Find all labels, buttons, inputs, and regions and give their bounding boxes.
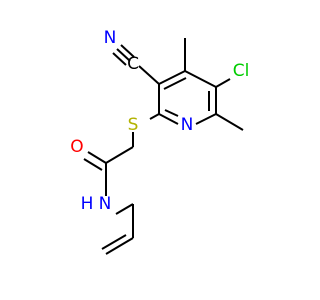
molecule-structure: N C Cl S N O N H	[70, 28, 249, 255]
bond-nitrile-3	[112, 52, 127, 66]
bond-ch2-carbonyl	[105, 146, 134, 164]
bond-carbonyl-o-1	[87, 151, 107, 164]
atom-h-amide: H	[81, 194, 94, 214]
atom-n-nitrile: N	[104, 28, 117, 48]
atom-c-nitrile: C	[127, 54, 139, 74]
bond-ring-n-c2	[158, 113, 179, 125]
atom-s: S	[128, 115, 139, 135]
bond-allyl-double-1	[105, 237, 134, 255]
bond-ring-c6-n	[195, 113, 217, 125]
bond-ring-c4-c5	[184, 70, 217, 88]
bond-nitrile-2	[120, 44, 135, 58]
atom-labels: N C Cl S N O N H	[70, 28, 249, 214]
bond-nitrile-1	[116, 48, 131, 62]
atom-n-amide: N	[99, 194, 112, 214]
atom-o: O	[70, 137, 83, 157]
bond-c6-methyl	[215, 113, 244, 131]
bond-n-allyl-ch2	[115, 203, 134, 215]
atom-n-ring: N	[181, 115, 194, 135]
bond-allyl-double-2	[101, 234, 127, 250]
bonds	[83, 38, 244, 255]
bond-ring-c3-c4	[158, 70, 186, 85]
bond-c5-cl	[215, 78, 231, 88]
bond-cn-ring	[138, 65, 160, 85]
bond-c2-s	[149, 113, 160, 120]
atom-cl: Cl	[233, 61, 250, 81]
bond-carbonyl-o-2	[83, 158, 103, 171]
bond-ring-c3-c4-inner	[163, 77, 187, 90]
bond-ring-n-c2-inner	[164, 109, 179, 117]
